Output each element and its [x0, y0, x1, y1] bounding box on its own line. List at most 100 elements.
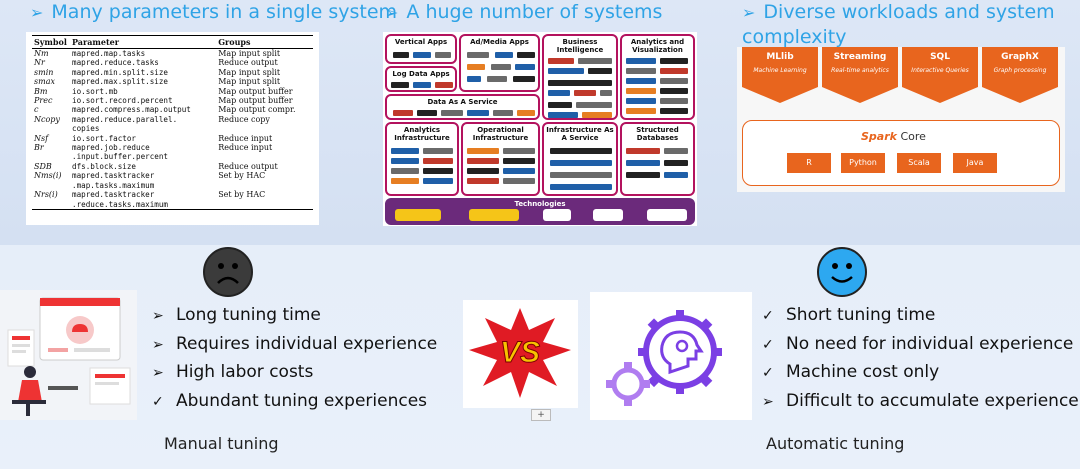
- list-item: ✓ Machine cost only: [762, 359, 1079, 388]
- library-name: GraphX: [1001, 52, 1039, 62]
- technologies-bar: Technologies: [385, 198, 695, 225]
- list-item: ➢ Difficult to accumulate experience: [762, 388, 1079, 417]
- table-cell-param: mapred.job.reduce: [72, 143, 150, 153]
- technologies-label: Technologies: [514, 200, 566, 208]
- list-item-text: Machine cost only: [786, 362, 940, 382]
- spark-stack-diagram: MLlib Machine Learning Streaming Real-ti…: [737, 47, 1065, 192]
- table-cell-group: Map input split: [218, 67, 281, 77]
- language-box-java: Java: [953, 153, 997, 173]
- list-item-text: Abundant tuning experiences: [176, 390, 428, 411]
- list-item-text: High labor costs: [176, 362, 314, 382]
- category-label: Structured Databases: [636, 126, 679, 142]
- versus-illustration: VS: [463, 300, 578, 408]
- core-label: Core: [900, 130, 926, 143]
- table-cell-group: Map input split: [218, 77, 281, 87]
- heading-systems-text: A huge number of systems: [406, 1, 663, 23]
- table-cell-sym: Ncopy: [34, 114, 60, 124]
- list-item: ➢Requires individual experience: [152, 331, 437, 360]
- category-data-as-a-service: Data As A Service: [385, 94, 540, 120]
- table-cell-sym: Nrs(i): [34, 190, 58, 200]
- spark-core-title: Spark Core: [861, 130, 926, 143]
- table-cell-group: Reduce input: [218, 143, 273, 153]
- heading-workloads-text: Diverse workloads and system complexity: [742, 1, 1055, 48]
- list-item-text: Long tuning time: [176, 305, 321, 325]
- table-cell-sym: c: [34, 105, 39, 115]
- table-cell-sym: smin: [34, 67, 54, 77]
- table-cell-group: [216, 199, 313, 210]
- table-cell-sym: [32, 199, 70, 210]
- category-label: Vertical Apps: [394, 38, 448, 46]
- table-header-cell: Symbol: [32, 35, 70, 49]
- arrow-icon: ➢: [762, 393, 774, 410]
- category-label: Log Data Apps: [392, 70, 450, 78]
- table-cell-param: io.sort.record.percent: [72, 96, 173, 106]
- library-subtitle: Real-time analytics: [831, 67, 889, 74]
- category-analytics-infrastructure: Analytics Infrastructure: [385, 122, 459, 196]
- table-cell-sym: SDB: [34, 161, 52, 171]
- table-row: smin mapred.min.split.size Map input split: [32, 68, 313, 77]
- category-label: Operational Infrastructure: [472, 126, 529, 142]
- table-cell-param: mapred.tasktracker: [72, 171, 155, 181]
- category-infrastructure-as-a-service: Infrastructure As A Service: [542, 122, 618, 196]
- table-row: .reduce.tasks.maximum: [32, 199, 313, 210]
- table-cell-param: mapred.map.tasks: [72, 49, 146, 58]
- category-structured-databases: Structured Databases: [620, 122, 695, 196]
- add-slide-button[interactable]: +: [531, 409, 551, 421]
- spark-library-box: SQL Interactive Queries: [902, 47, 978, 87]
- category-vertical-apps: Vertical Apps: [385, 34, 457, 64]
- check-icon: ✓: [762, 336, 774, 353]
- table-cell-group: Reduce output: [218, 161, 278, 171]
- category-label: Analytics Infrastructure: [394, 126, 450, 142]
- table-cell-sym: Nsf: [34, 133, 49, 143]
- language-box-scala: Scala: [897, 153, 941, 173]
- table-cell-group: Map input split: [218, 49, 281, 58]
- table-cell-param: .reduce.tasks.maximum: [70, 199, 217, 210]
- table-row: Br mapred.job.reduce Reduce input: [32, 143, 313, 152]
- spark-library-box: GraphX Graph processing: [982, 47, 1058, 87]
- table-cell-param: mapred.min.split.size: [72, 67, 169, 77]
- category-label: Data As A Service: [427, 98, 498, 106]
- table-cell-param: mapred.compress.map.output: [72, 105, 191, 115]
- list-item-text: Difficult to accumulate experience: [786, 390, 1079, 411]
- table-cell-group: [216, 181, 313, 190]
- category-label: Infrastructure As A Service: [546, 126, 614, 142]
- table-cell-sym: [32, 124, 70, 133]
- check-icon: ✓: [152, 393, 164, 410]
- list-item: ➢High labor costs: [152, 359, 437, 388]
- table-cell-sym: Br: [34, 143, 44, 153]
- check-icon: ✓: [762, 365, 774, 381]
- list-item: ➢Long tuning time: [152, 302, 437, 331]
- table-row: copies: [32, 124, 313, 133]
- table-cell-group: [216, 124, 313, 133]
- category-operational-infrastructure: Operational Infrastructure: [461, 122, 540, 196]
- arrow-icon: ➢: [742, 3, 756, 22]
- manual-tuning-caption: Manual tuning: [164, 434, 279, 453]
- table-cell-group: [216, 152, 313, 161]
- table-cell-param: copies: [72, 124, 100, 134]
- check-icon: ✓: [762, 308, 774, 324]
- vs-label: VS: [500, 336, 540, 369]
- library-name: Streaming: [833, 52, 887, 62]
- category-log-data-apps: Log Data Apps: [385, 66, 457, 92]
- heading-systems: ➢A huge number of systems: [385, 0, 662, 25]
- automatic-tuning-caption: Automatic tuning: [766, 434, 905, 453]
- table-row: .map.tasks.maximum: [32, 181, 313, 190]
- table-cell-group: Map output buffer: [218, 86, 293, 96]
- language-box-python: Python: [841, 153, 885, 173]
- automatic-tuning-list: ✓Short tuning time ✓No need for individu…: [762, 302, 1079, 416]
- table-cell-sym: Nms(i): [34, 171, 62, 181]
- table-cell-group: Reduce input: [218, 133, 273, 143]
- language-box-r: R: [787, 153, 831, 173]
- category-analytics-visualization: Analytics and Visualization: [620, 34, 695, 120]
- table-cell-sym: Bm: [34, 86, 48, 96]
- table-header-cell: Groups: [216, 35, 313, 49]
- list-item: ✓ Abundant tuning experiences: [152, 388, 437, 417]
- manual-tuning-illustration: [0, 290, 137, 420]
